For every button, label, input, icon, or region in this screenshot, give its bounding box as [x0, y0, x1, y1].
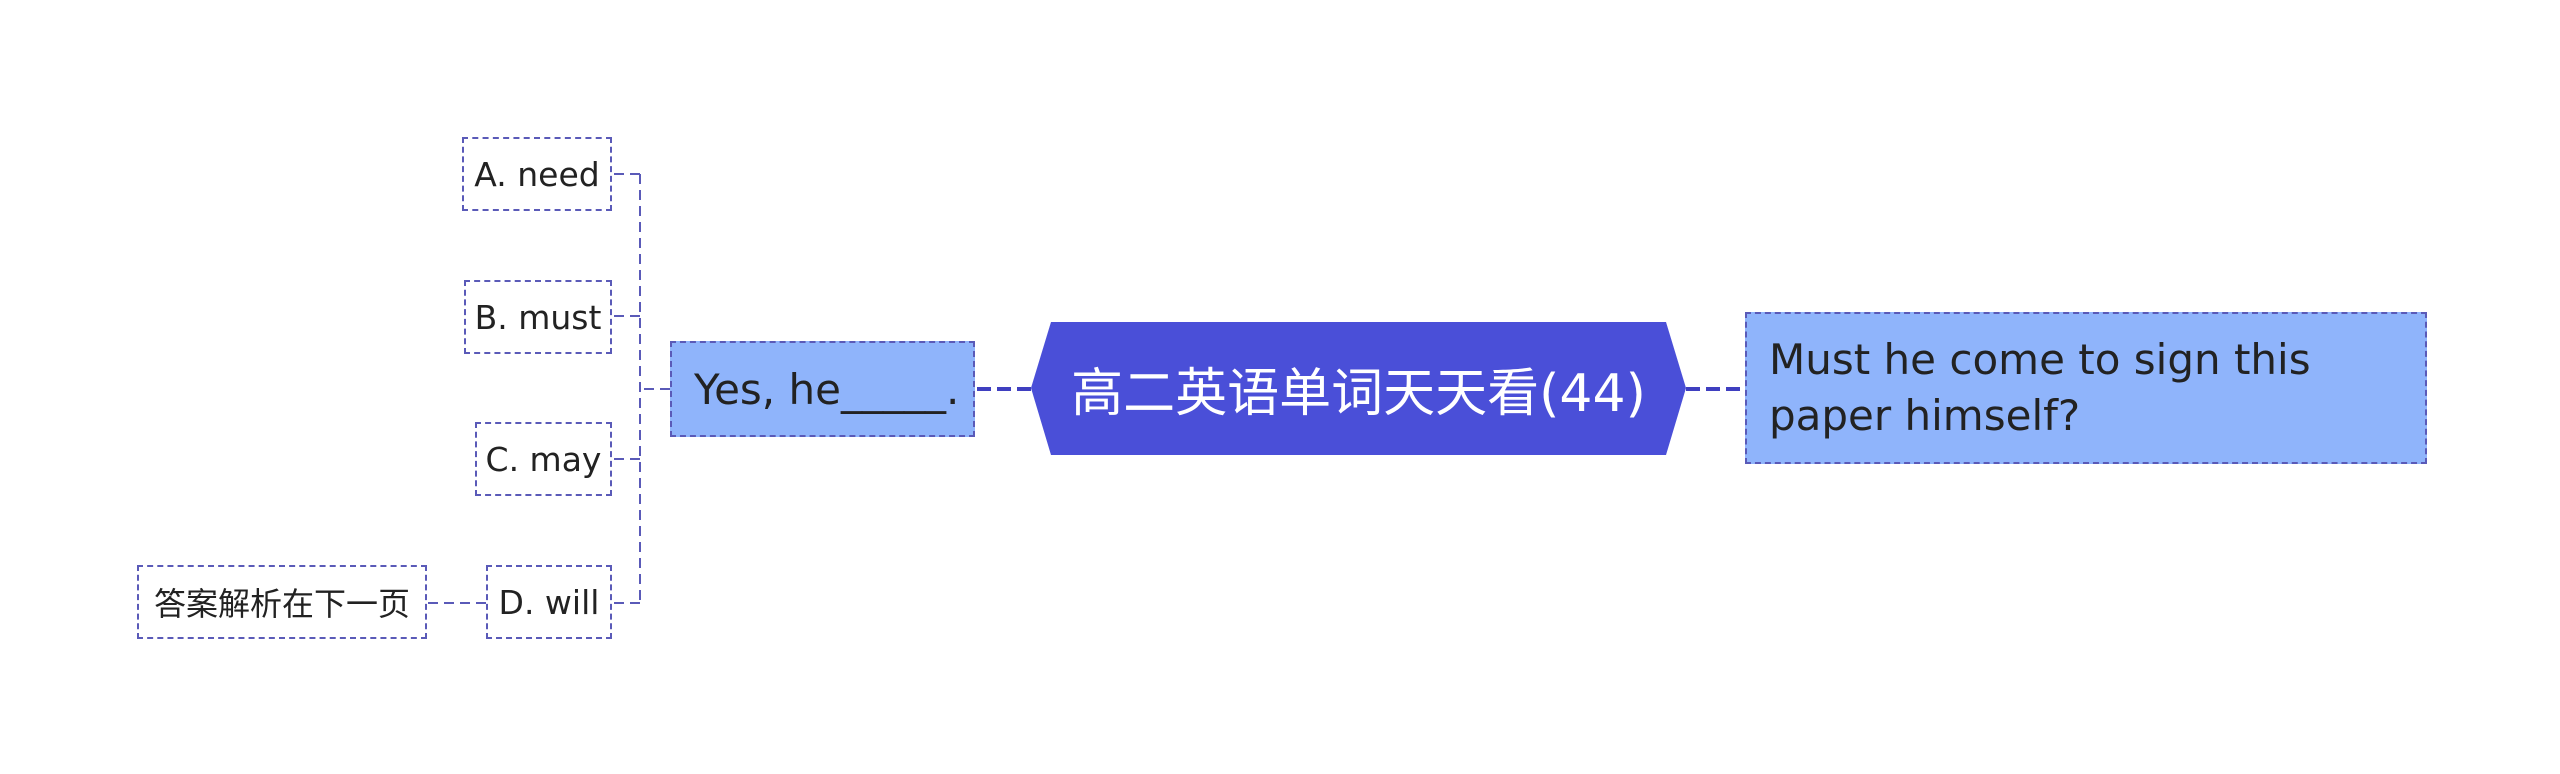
option-b-node[interactable]: B. must — [464, 280, 612, 354]
option-c-node[interactable]: C. may — [475, 422, 612, 496]
root-hexagon — [1031, 322, 1686, 455]
answer-note-label: 答案解析在下一页 — [153, 585, 410, 623]
option-a-node[interactable]: A. need — [462, 137, 612, 211]
root-label: 高二英语单词天天看(44) — [1071, 364, 1646, 424]
question-label: Must he come to sign this paper himself? — [1769, 335, 2311, 440]
answer-stem-node[interactable]: Yes, he_____. — [670, 341, 975, 437]
option-b-label: B. must — [474, 297, 602, 337]
option-a-label: A. need — [474, 154, 600, 194]
answer-note-node[interactable]: 答案解析在下一页 — [137, 565, 427, 639]
option-c-label: C. may — [485, 439, 602, 479]
option-d-label: D. will — [498, 582, 600, 622]
option-d-node[interactable]: D. will — [486, 565, 612, 639]
answer-stem-label: Yes, he_____. — [694, 364, 960, 414]
root-node[interactable]: 高二英语单词天天看(44) — [1031, 322, 1686, 455]
question-node[interactable]: Must he come to sign this paper himself? — [1745, 312, 2427, 464]
